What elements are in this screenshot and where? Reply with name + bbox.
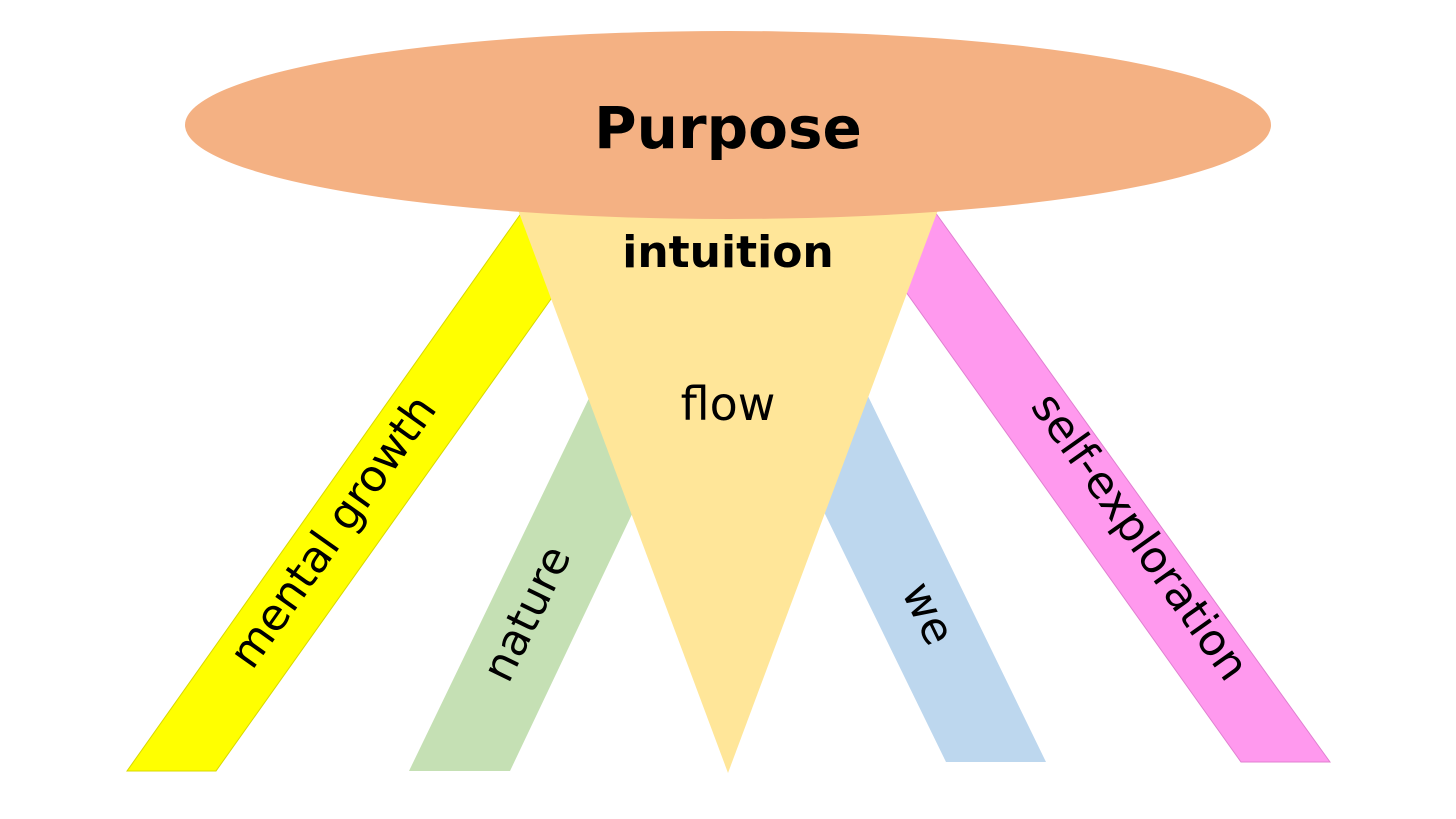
intuition-label: intuition — [622, 227, 834, 278]
purpose-ellipse — [185, 31, 1271, 219]
mental-growth-label: mental growth — [220, 386, 447, 678]
we-pillar — [824, 392, 1046, 762]
nature-pillar — [409, 392, 633, 771]
self-exploration-label: self-exploration — [1021, 383, 1259, 690]
center-triangle — [518, 210, 938, 773]
flow-label: flow — [681, 377, 776, 431]
purpose-label: Purpose — [594, 94, 862, 162]
